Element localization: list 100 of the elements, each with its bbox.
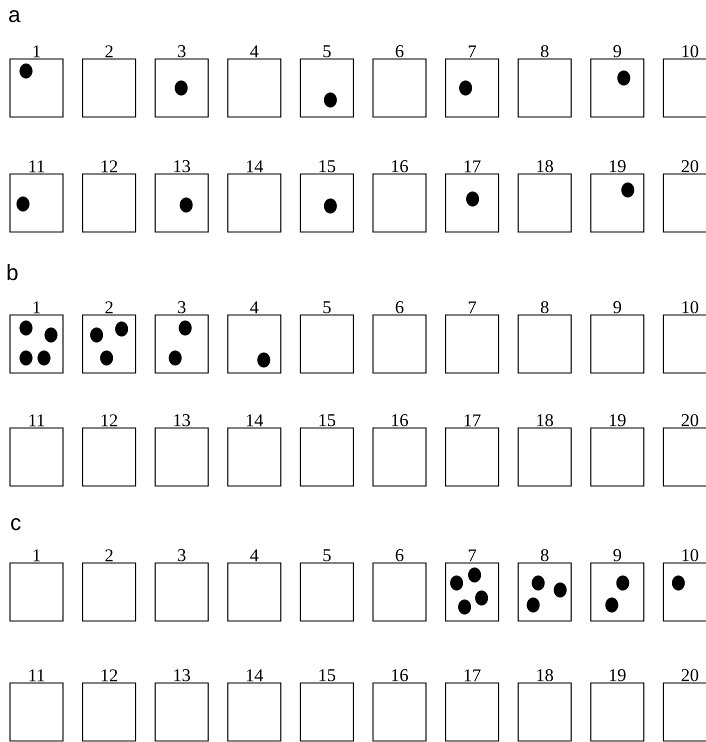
node-label: 10 bbox=[682, 549, 698, 562]
numbered-box: 18 bbox=[518, 414, 572, 487]
numbered-box: 16 bbox=[372, 160, 427, 233]
node-label: 9 bbox=[613, 45, 622, 58]
node-label: 4 bbox=[250, 549, 259, 562]
numbered-box: 12 bbox=[82, 160, 136, 233]
numbered-box: 6 bbox=[372, 549, 427, 622]
node-label: 7 bbox=[468, 45, 476, 58]
numbered-box: 11 bbox=[9, 414, 64, 487]
node-label: 16 bbox=[392, 669, 408, 682]
numbered-box: 15 bbox=[300, 414, 354, 487]
node-label: 5 bbox=[323, 45, 331, 58]
numbered-box: 12 bbox=[82, 669, 136, 742]
numbered-box: 2 bbox=[82, 549, 136, 622]
node-label: 14 bbox=[246, 669, 264, 682]
node-label: 8 bbox=[540, 549, 549, 562]
numbered-box: 13 bbox=[154, 160, 209, 233]
node-label: 6 bbox=[396, 45, 404, 58]
numbered-box: 10 bbox=[662, 45, 706, 118]
node-label: 1 bbox=[34, 301, 40, 314]
node-label: 14 bbox=[246, 414, 264, 426]
node-label: 17 bbox=[464, 160, 481, 172]
numbered-box: 1 bbox=[9, 549, 64, 622]
node-label: 11 bbox=[29, 669, 44, 682]
numbered-box: 3 bbox=[154, 549, 209, 622]
panel-letter: a bbox=[9, 10, 20, 22]
node-label: 12 bbox=[102, 414, 118, 426]
numbered-box: 4 bbox=[227, 549, 282, 622]
node-label: 9 bbox=[613, 301, 622, 314]
node-label: 20 bbox=[682, 160, 698, 172]
numbered-box: 12 bbox=[82, 414, 136, 487]
numbered-box: 17 bbox=[445, 414, 500, 487]
numbered-box: 3 bbox=[154, 45, 209, 118]
numbered-box: 11 bbox=[9, 669, 64, 742]
numbered-box: 15 bbox=[300, 669, 354, 742]
node-label: 16 bbox=[392, 160, 408, 172]
node-label: 13 bbox=[174, 160, 190, 172]
node-label: 6 bbox=[396, 549, 404, 562]
node-label: 14 bbox=[246, 160, 264, 172]
node-label: 11 bbox=[29, 414, 44, 426]
numbered-box: 14 bbox=[227, 160, 282, 233]
numbered-box: 9 bbox=[590, 301, 644, 374]
numbered-box: 9 bbox=[590, 549, 644, 622]
numbered-box: 2 bbox=[82, 45, 136, 118]
numbered-box: 19 bbox=[590, 669, 644, 742]
numbered-box: 4 bbox=[227, 301, 282, 374]
numbered-box: 8 bbox=[518, 45, 572, 118]
node-label: 12 bbox=[102, 669, 118, 682]
panel-letter: c bbox=[11, 518, 21, 530]
node-label: 18 bbox=[537, 160, 554, 172]
node-label: 2 bbox=[105, 301, 113, 314]
node-label: 16 bbox=[392, 414, 408, 426]
numbered-box: 7 bbox=[445, 549, 500, 622]
numbered-box: 14 bbox=[227, 414, 282, 487]
node-label: 2 bbox=[105, 45, 113, 58]
numbered-box: 14 bbox=[227, 669, 282, 742]
numbered-box: 1 bbox=[9, 45, 64, 118]
numbered-box: 11 bbox=[9, 160, 64, 233]
node-label: 15 bbox=[319, 160, 336, 172]
numbered-box: 16 bbox=[372, 414, 427, 487]
numbered-box: 1 bbox=[9, 301, 64, 374]
node-label: 6 bbox=[396, 301, 404, 314]
numbered-box: 5 bbox=[300, 301, 354, 374]
numbered-box: 17 bbox=[445, 669, 500, 742]
node-label: 17 bbox=[464, 669, 481, 682]
node-label: 13 bbox=[174, 414, 190, 426]
node-label: 3 bbox=[178, 549, 186, 562]
numbered-box: 8 bbox=[518, 549, 572, 622]
node-label: 3 bbox=[178, 301, 186, 314]
numbered-box: 5 bbox=[300, 549, 354, 622]
numbered-box: 20 bbox=[662, 160, 706, 233]
node-label: 4 bbox=[250, 301, 259, 314]
numbered-box: 16 bbox=[372, 669, 427, 742]
numbered-box: 7 bbox=[445, 301, 500, 374]
node-label: 15 bbox=[319, 414, 336, 426]
numbered-box: 7 bbox=[445, 45, 500, 118]
node-label: 4 bbox=[250, 45, 259, 58]
numbered-box: 2 bbox=[82, 301, 136, 374]
numbered-box: 20 bbox=[662, 414, 706, 487]
node-label: 19 bbox=[610, 414, 626, 426]
node-label: 3 bbox=[178, 45, 186, 58]
numbered-box: 15 bbox=[300, 160, 354, 233]
numbered-box: 17 bbox=[445, 160, 500, 233]
node-label: 19 bbox=[610, 669, 626, 682]
numbered-box: 10 bbox=[662, 549, 706, 622]
numbered-box: 13 bbox=[154, 669, 209, 742]
node-label: 20 bbox=[682, 669, 698, 682]
node-label: 12 bbox=[102, 160, 118, 172]
numbered-box: 10 bbox=[662, 301, 706, 374]
node-label: 8 bbox=[540, 45, 549, 58]
node-label: 19 bbox=[610, 160, 626, 172]
numbered-box: 19 bbox=[590, 414, 644, 487]
node-label: 10 bbox=[682, 301, 698, 314]
numbered-box: 18 bbox=[518, 160, 572, 233]
node-label: 5 bbox=[323, 549, 331, 562]
node-label: 9 bbox=[613, 549, 622, 562]
node-label: 1 bbox=[34, 549, 40, 562]
panel-letter: b bbox=[8, 264, 18, 280]
node-label: 7 bbox=[468, 549, 476, 562]
numbered-box: 6 bbox=[372, 45, 427, 118]
